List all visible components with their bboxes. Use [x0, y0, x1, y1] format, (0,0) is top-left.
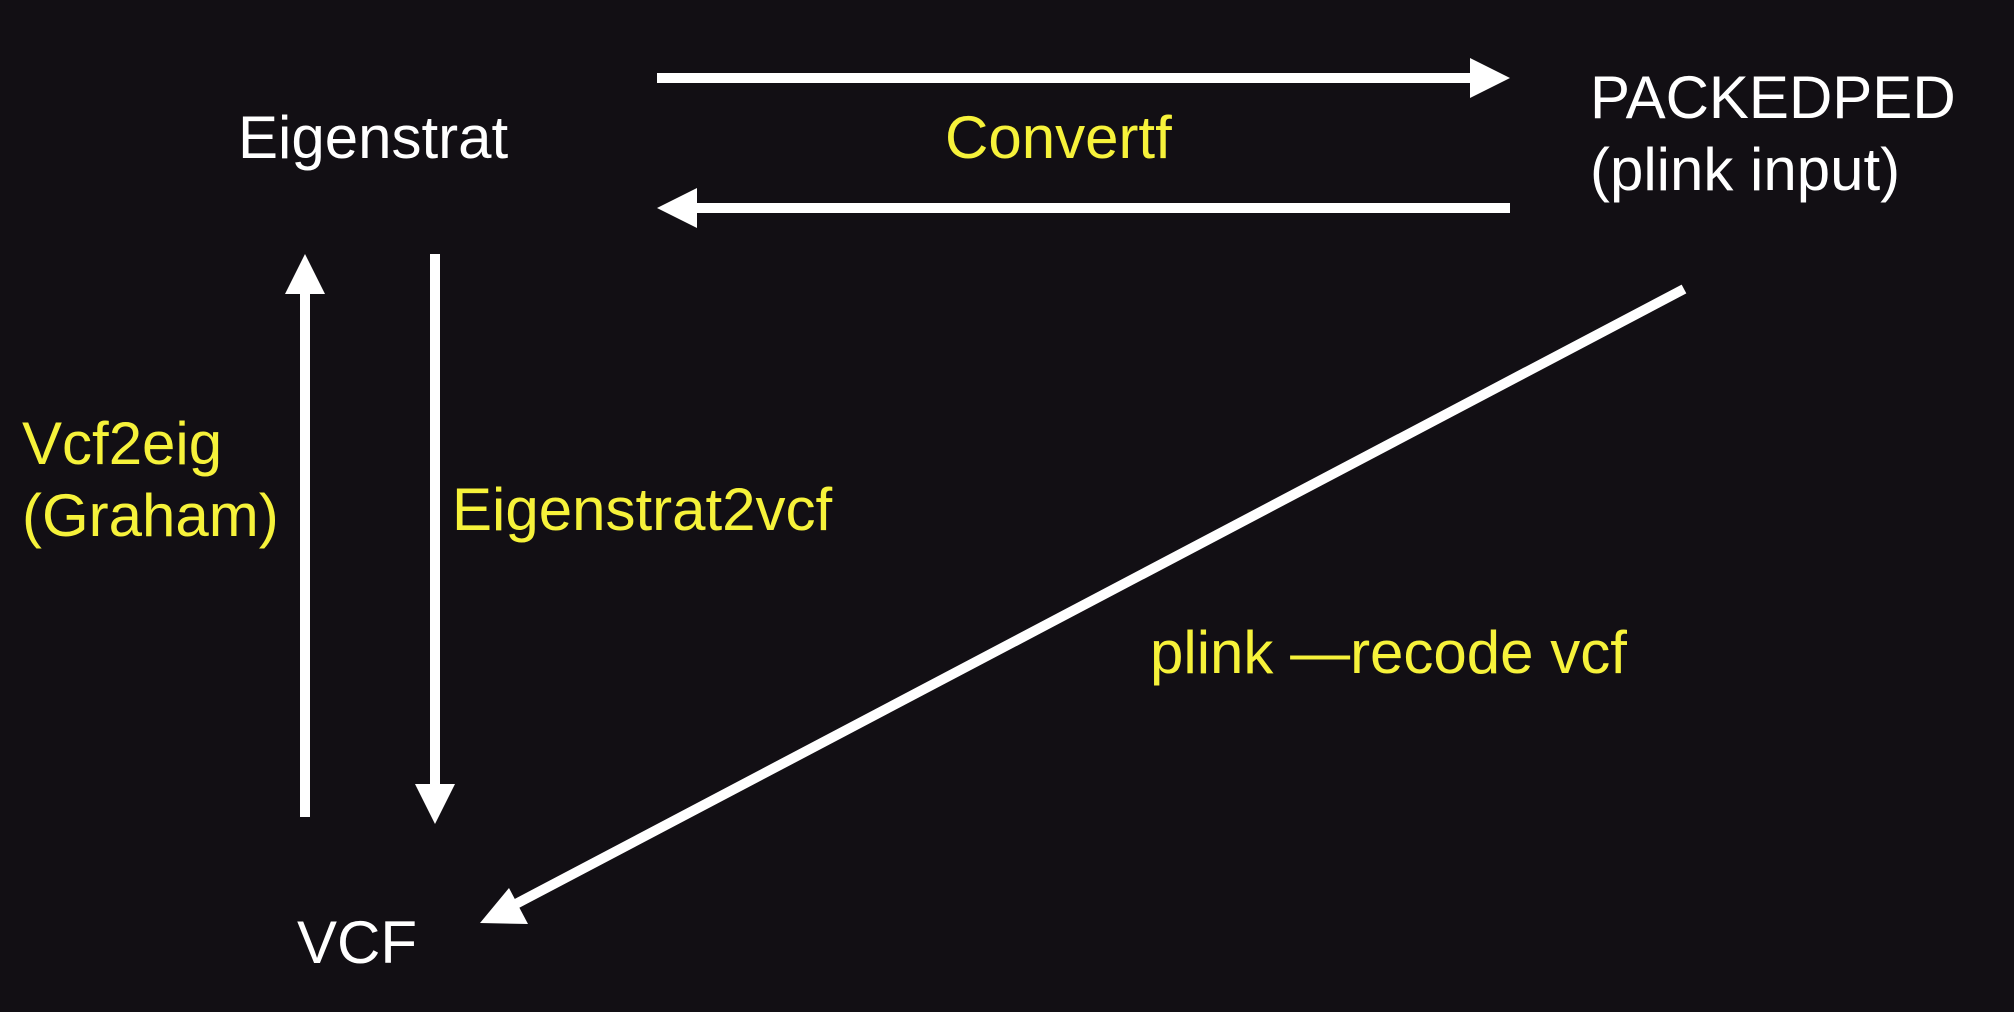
arrow-eigenstrat-to-vcf [415, 254, 455, 824]
label-vcf2eig-author: (Graham) [22, 482, 279, 549]
arrow-eigenstrat-to-packedped [657, 58, 1510, 98]
node-packedped-subtitle: (plink input) [1590, 136, 1901, 203]
label-vcf2eig-name: Vcf2eig [22, 410, 223, 477]
label-plink-recode-vcf: plink —recode vcf [1150, 619, 1627, 686]
arrow-vcf-to-eigenstrat [285, 254, 325, 817]
arrow-packedped-to-vcf [480, 284, 1687, 924]
node-packedped: PACKEDPED (plink input) [1590, 62, 1956, 206]
label-convertf: Convertf [945, 104, 1172, 171]
label-eigenstrat2vcf: Eigenstrat2vcf [452, 476, 833, 543]
label-vcf2eig: Vcf2eig (Graham) [22, 408, 279, 552]
arrow-packedped-to-eigenstrat [657, 188, 1510, 228]
node-vcf: VCF [297, 909, 417, 976]
node-eigenstrat: Eigenstrat [238, 104, 509, 171]
node-packedped-name: PACKEDPED [1590, 64, 1956, 131]
